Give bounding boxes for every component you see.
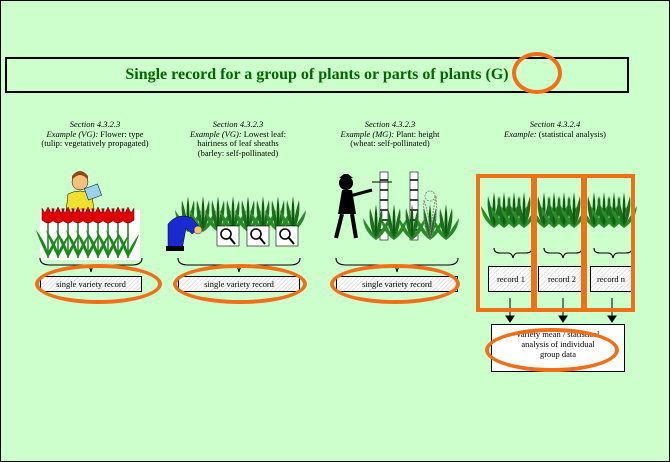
group-record-1: record 1 <box>488 266 534 292</box>
group-highlight-2 <box>531 174 587 312</box>
bending-person-icon <box>166 215 203 251</box>
caption-2: Section 4.3.2.3 Example (VG): Lowest lea… <box>189 119 287 158</box>
record-ring-3 <box>330 264 460 304</box>
title-code-highlight-ring <box>512 52 562 94</box>
slide-title: Single record for a group of plants or p… <box>125 66 509 83</box>
record-ring-2 <box>173 264 307 304</box>
group-highlight-1 <box>476 174 537 312</box>
caption-4: Section 4.3.2.4 Example: (statistical an… <box>504 119 606 139</box>
record-ring-1 <box>35 264 162 304</box>
height-rulers-icon <box>372 171 419 241</box>
title-code: (G) <box>485 66 509 83</box>
group-record-n: record n <box>590 266 632 292</box>
group-highlight-3 <box>581 174 635 312</box>
caption-1: Section 4.3.2.3 Example (VG): Flower: ty… <box>41 119 149 148</box>
magnifier-icons <box>216 225 299 247</box>
summary-ring <box>485 328 619 372</box>
grey-plant-outline-icon <box>423 190 437 241</box>
measuring-person-icon <box>334 174 373 239</box>
caption-3: Section 4.3.2.3 Example (MG): Plant: hei… <box>340 119 440 148</box>
person-with-clipboard-icon <box>65 171 102 213</box>
